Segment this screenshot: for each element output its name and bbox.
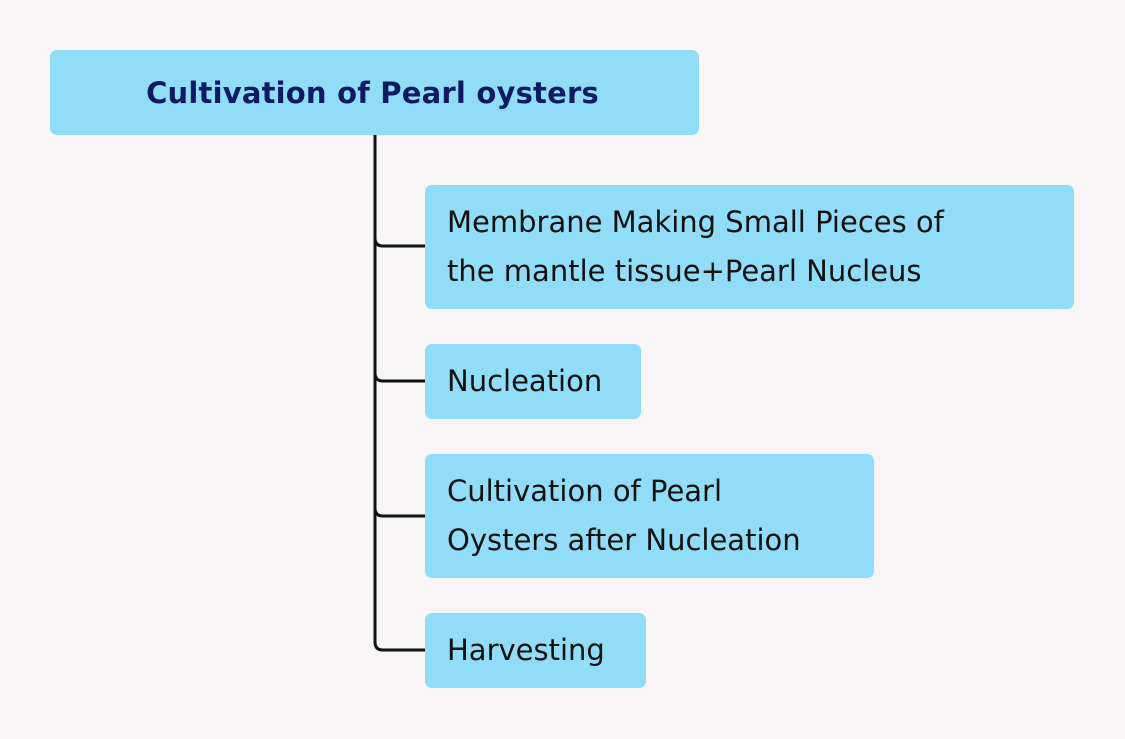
- root-node-label: Cultivation of Pearl oysters: [146, 75, 599, 110]
- child-node-label: Cultivation of Pearl Oysters after Nucle…: [447, 474, 801, 557]
- connector-trunk: [373, 135, 426, 652]
- child-node-label: Harvesting: [447, 633, 605, 667]
- child-node-harvesting[interactable]: Harvesting: [425, 613, 646, 688]
- root-node[interactable]: Cultivation of Pearl oysters: [50, 50, 699, 135]
- connector-branch-1: [373, 237, 426, 248]
- connector-branch-2: [373, 372, 426, 383]
- connector-branch-3: [373, 507, 426, 518]
- child-node-nucleation[interactable]: Nucleation: [425, 344, 641, 419]
- child-node-label: Membrane Making Small Pieces of the mant…: [447, 205, 944, 288]
- child-node-membrane-making[interactable]: Membrane Making Small Pieces of the mant…: [425, 185, 1074, 309]
- child-node-cultivation-after-nucleation[interactable]: Cultivation of Pearl Oysters after Nucle…: [425, 454, 874, 578]
- child-node-label: Nucleation: [447, 364, 603, 398]
